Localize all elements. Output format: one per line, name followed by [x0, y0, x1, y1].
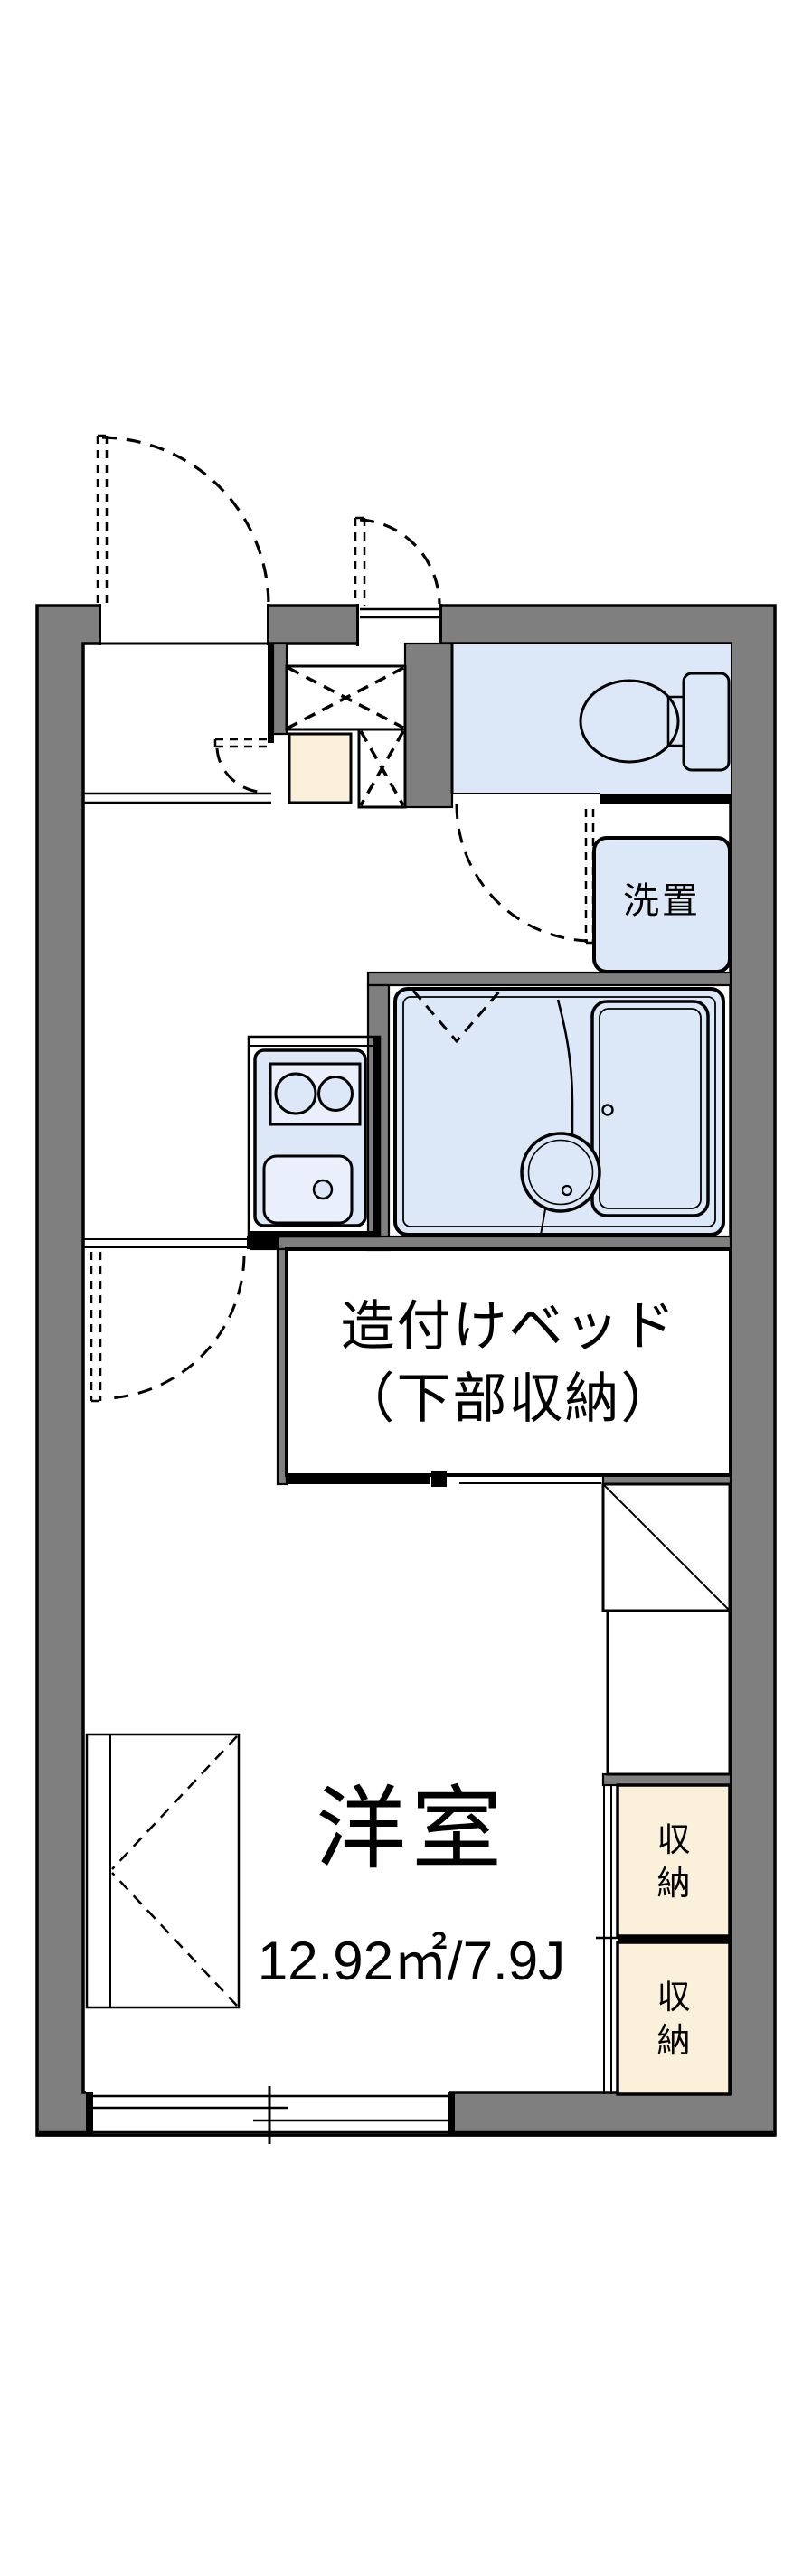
toilet-bowl: [579, 679, 680, 764]
stove-burner-right: [317, 1076, 354, 1112]
entrance-side-door: [96, 434, 270, 606]
washbasin-drain: [561, 1184, 573, 1197]
kitchen-sink: [262, 1154, 354, 1225]
folding-table-fold-lines: [111, 1735, 238, 2007]
bed-bottom-post: [431, 1471, 447, 1487]
room-name-label: 洋室: [316, 1779, 507, 1880]
washer-space: [592, 836, 732, 973]
storage-upper-label: 収納: [656, 1821, 691, 1903]
genkan-lower: [357, 728, 407, 809]
kitchen-right-edge: [373, 1037, 380, 1236]
built-in-bed-label-line1: 造付けベッド: [340, 1296, 677, 1357]
bed-top-wall: [250, 1235, 732, 1251]
toilet-tank: [682, 672, 731, 772]
toilet-bottom-wall: [600, 792, 731, 804]
entrance-threshold: [360, 607, 439, 619]
window-jamb-left: [86, 2092, 93, 2134]
storage-sliding-doors: [603, 1785, 612, 2094]
bath-folding-door: [411, 990, 502, 1044]
genkan-upper: [285, 664, 407, 731]
entry-room-right-wall: [268, 644, 274, 743]
bedroom-door: [90, 1252, 246, 1403]
storage-lower-label: 収納: [656, 1979, 691, 2060]
open-shelf: [606, 1609, 732, 1776]
bed-front-opening: [459, 1475, 601, 1484]
bath-partition: [556, 999, 574, 1186]
toilet-seat-hinge: [666, 695, 685, 747]
washer-space-label: 洗置: [623, 881, 701, 921]
hall-wall-piece: [247, 1236, 279, 1249]
door-jambs: [99, 604, 442, 646]
bathtub-inner-line: [599, 1008, 702, 1209]
genkan-cross-marks: [288, 666, 405, 806]
bath-floor-line: [540, 1208, 546, 1236]
entrance-door: [354, 516, 441, 606]
kitchen-bottom-edge: [249, 1231, 380, 1236]
built-in-bed-label-line2: （下部収納）: [340, 1368, 677, 1429]
genkan-left-wall: [271, 642, 288, 736]
unit-bath-inner-line: [402, 996, 716, 1227]
built-in-bed-label: 造付けベッド （下部収納）: [287, 1291, 731, 1435]
entrance-side-opening: [99, 602, 269, 646]
stove-burner-left: [274, 1072, 317, 1115]
washbasin: [520, 1132, 601, 1213]
room-area-label: 12.92㎡/7.9J: [257, 1931, 566, 1991]
toilet-left-wall: [403, 642, 454, 809]
storage-divider: [618, 1936, 730, 1942]
storage-closet-lower: [616, 1941, 732, 2096]
washbasin-inner-line: [527, 1139, 594, 1206]
refrigerator-space-diagonal: [603, 1484, 730, 1611]
window-jamb-right: [448, 2092, 455, 2134]
entry-room-bottom-edge: [83, 792, 271, 804]
folding-table: [85, 1733, 241, 2009]
entry-room-door: [213, 738, 268, 794]
bathtub: [590, 1000, 710, 1217]
toilet-door: [455, 804, 595, 945]
storage-closet-upper: [616, 1783, 732, 1938]
bathroom-top-wall: [366, 971, 732, 987]
sink-drain: [312, 1179, 334, 1200]
shoe-cabinet: [288, 732, 353, 804]
window-opening: [86, 2091, 449, 2134]
bath-door-handle: [601, 1104, 614, 1116]
hall-room-boundary: [83, 1238, 247, 1248]
